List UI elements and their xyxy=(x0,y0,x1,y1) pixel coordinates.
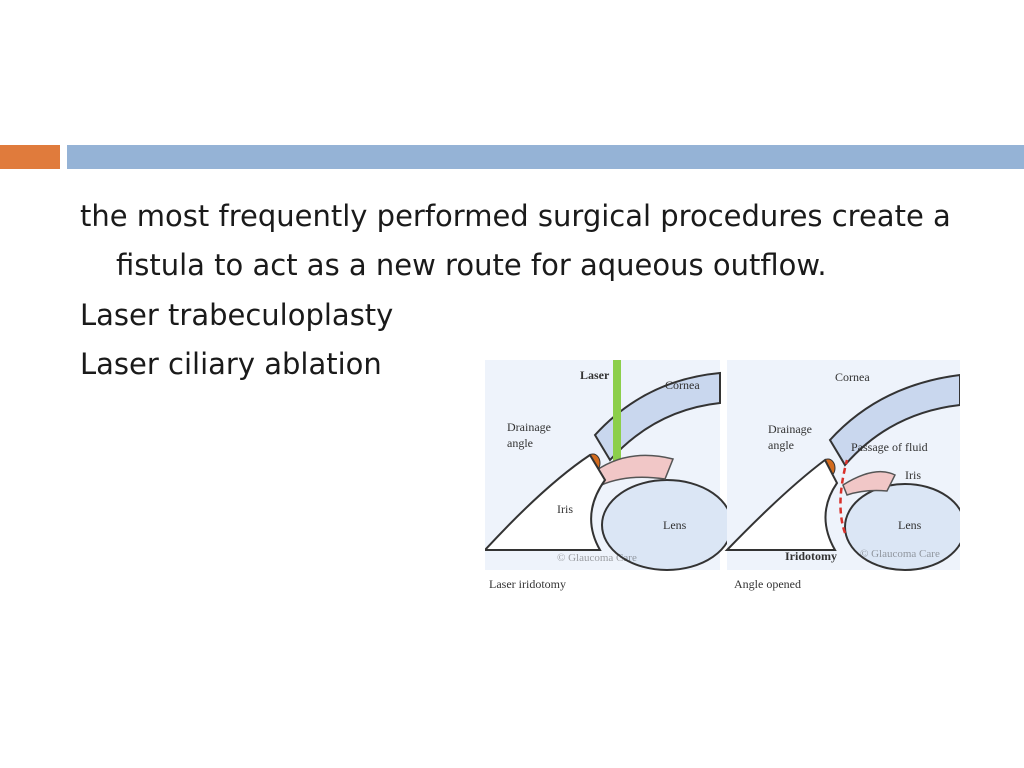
iridotomy-label: Iridotomy xyxy=(785,549,837,563)
left-angle-label: angle xyxy=(507,436,533,450)
slide-body: the most frequently performed surgical p… xyxy=(80,192,960,389)
list-item-laser-trabeculoplasty: Laser trabeculoplasty xyxy=(80,297,394,332)
left-ciliary-body xyxy=(485,453,607,551)
right-watermark: © Glaucoma Care xyxy=(860,548,940,560)
right-lens-shape xyxy=(844,483,960,571)
right-panel: Cornea Drainage angle Passage of fluid I… xyxy=(724,360,960,591)
right-angle-label: angle xyxy=(768,438,794,452)
right-cornea-shape xyxy=(828,373,960,467)
right-cornea-label: Cornea xyxy=(835,370,870,384)
left-iris-label: Iris xyxy=(557,502,573,516)
left-lens-label: Lens xyxy=(663,518,687,532)
accent-bar xyxy=(0,145,60,169)
left-laser-label: Laser xyxy=(580,368,610,382)
header-bar xyxy=(67,145,1024,169)
left-caption: Laser iridotomy xyxy=(489,577,566,591)
right-lens-label: Lens xyxy=(898,518,922,532)
left-iris-shape xyxy=(589,454,675,488)
right-caption: Angle opened xyxy=(734,577,801,591)
right-drainage-label: Drainage xyxy=(768,422,812,436)
left-cornea-label: Cornea xyxy=(665,378,700,392)
body-paragraph: the most frequently performed surgical p… xyxy=(80,199,951,283)
laser-beam xyxy=(613,360,621,465)
left-watermark: © Glaucoma Care xyxy=(557,552,637,564)
fluid-passage-arrow xyxy=(839,459,849,534)
left-drainage-label: Drainage xyxy=(507,420,551,434)
right-ciliary-body xyxy=(724,458,839,551)
iridotomy-diagram: Laser Cornea Drainage angle Iris Lens © … xyxy=(485,355,960,600)
list-item-laser-ciliary-ablation: Laser ciliary ablation xyxy=(80,346,382,381)
left-cornea-shape xyxy=(593,371,721,462)
left-panel: Laser Cornea Drainage angle Iris Lens © … xyxy=(485,360,733,591)
right-iris-shape xyxy=(842,470,897,496)
passage-of-fluid-label: Passage of fluid xyxy=(851,440,928,454)
right-iris-label: Iris xyxy=(905,468,921,482)
